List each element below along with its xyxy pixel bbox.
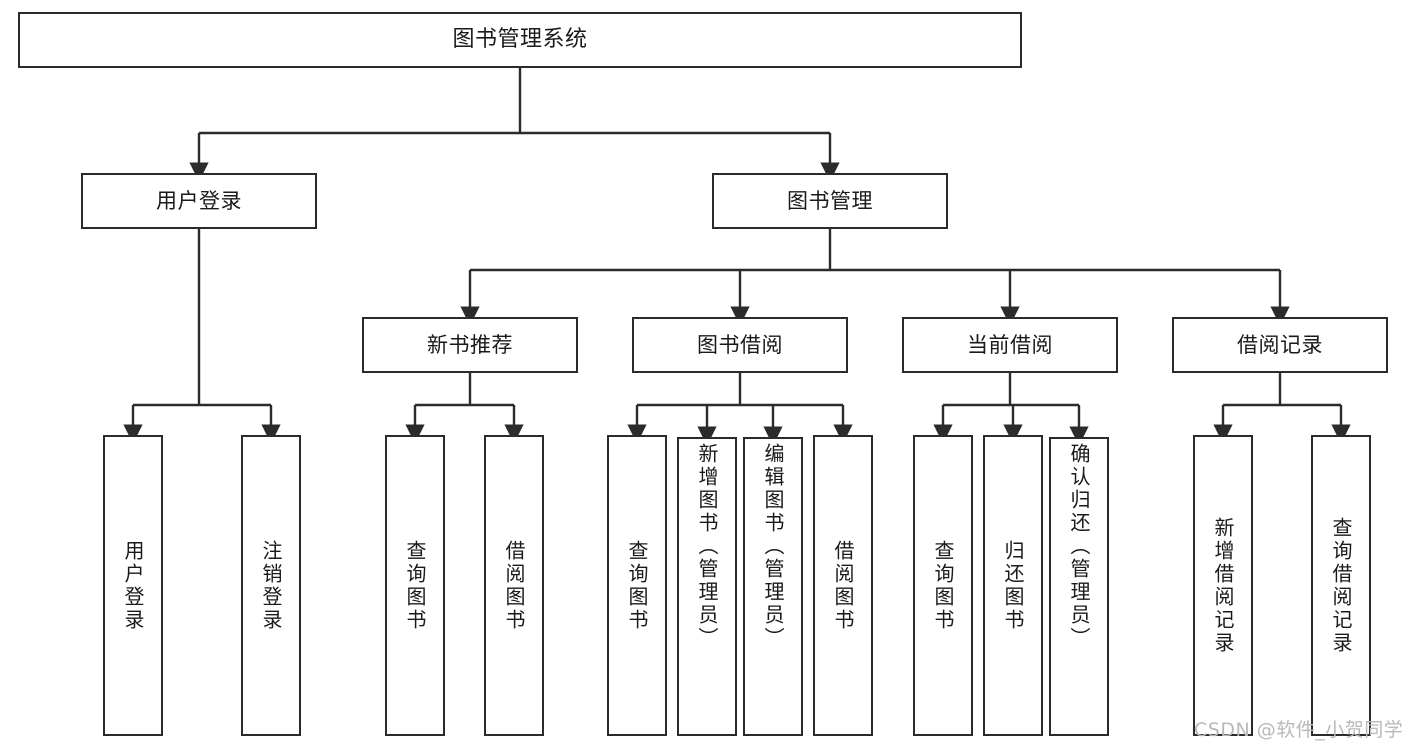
node-leaf-query-record[interactable]: 查询借阅记录	[1311, 435, 1371, 736]
node-leaf-borrow-book-rec[interactable]: 借阅图书	[484, 435, 544, 736]
node-leaf-logout[interactable]: 注销登录	[241, 435, 301, 736]
node-leaf-logout-label: 注销登录	[259, 539, 283, 632]
node-current-borrow-label: 当前借阅	[967, 332, 1053, 357]
node-leaf-add-record-label: 新增借阅记录	[1211, 516, 1235, 655]
node-leaf-user-login[interactable]: 用户登录	[103, 435, 163, 736]
node-book-borrow-label: 图书借阅	[697, 332, 783, 357]
node-borrow-record-label: 借阅记录	[1237, 332, 1323, 357]
node-leaf-user-login-label: 用户登录	[121, 539, 145, 632]
node-book-borrow[interactable]: 图书借阅	[632, 317, 848, 373]
node-user-login[interactable]: 用户登录	[81, 173, 317, 229]
node-leaf-borrow-book-rec-label: 借阅图书	[502, 539, 526, 632]
node-leaf-query-record-label: 查询借阅记录	[1329, 516, 1353, 655]
node-leaf-query-book[interactable]: 查询图书	[607, 435, 667, 736]
node-leaf-return-book[interactable]: 归还图书	[983, 435, 1043, 736]
node-leaf-query-book-label: 查询图书	[625, 539, 649, 632]
node-new-book-rec[interactable]: 新书推荐	[362, 317, 578, 373]
node-leaf-confirm-return-label: 确认归还（管理员）	[1067, 443, 1091, 650]
node-leaf-add-book-label: 新增图书（管理员）	[695, 443, 719, 650]
node-user-login-label: 用户登录	[156, 188, 242, 213]
node-new-book-rec-label: 新书推荐	[427, 332, 513, 357]
node-root[interactable]: 图书管理系统	[18, 12, 1022, 68]
node-current-borrow[interactable]: 当前借阅	[902, 317, 1118, 373]
node-leaf-borrow-book-label: 借阅图书	[831, 539, 855, 632]
watermark: CSDN @软件_小贺同学	[1194, 719, 1404, 741]
node-leaf-query-book-rec[interactable]: 查询图书	[385, 435, 445, 736]
node-root-label: 图书管理系统	[452, 27, 588, 53]
node-leaf-edit-book[interactable]: 编辑图书（管理员）	[743, 437, 803, 736]
node-leaf-confirm-return[interactable]: 确认归还（管理员）	[1049, 437, 1109, 736]
node-leaf-add-book[interactable]: 新增图书（管理员）	[677, 437, 737, 736]
node-leaf-borrow-book[interactable]: 借阅图书	[813, 435, 873, 736]
node-leaf-query-book-cur[interactable]: 查询图书	[913, 435, 973, 736]
node-leaf-query-book-cur-label: 查询图书	[931, 539, 955, 632]
node-borrow-record[interactable]: 借阅记录	[1172, 317, 1388, 373]
node-leaf-query-book-rec-label: 查询图书	[403, 539, 427, 632]
node-book-manage[interactable]: 图书管理	[712, 173, 948, 229]
node-book-manage-label: 图书管理	[787, 188, 873, 213]
node-leaf-edit-book-label: 编辑图书（管理员）	[761, 443, 785, 650]
node-leaf-add-record[interactable]: 新增借阅记录	[1193, 435, 1253, 736]
node-leaf-return-book-label: 归还图书	[1001, 539, 1025, 632]
